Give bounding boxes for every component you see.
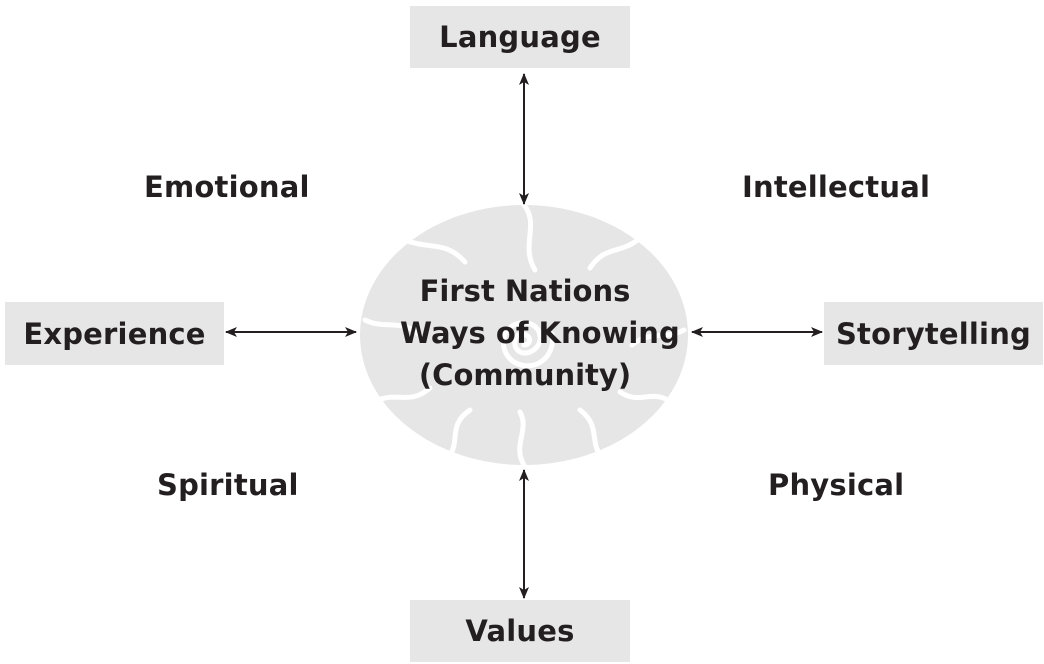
label-emotional: Emotional [144,170,310,204]
center-circle-icon [360,202,688,468]
label-spiritual: Spiritual [157,468,299,502]
center-line-2: Ways of Knowing [400,316,680,350]
box-storytelling: Storytelling [824,302,1043,365]
center-line-3: (Community) [418,358,632,392]
label-intellectual: Intellectual [742,170,931,204]
center-line-1: First Nations [419,274,631,308]
box-values: Values [410,600,630,662]
label-physical: Physical [768,468,905,502]
box-language: Language [410,6,630,68]
center-title: First Nations Ways of Knowing (Community… [400,270,680,396]
box-experience: Experience [5,302,224,365]
